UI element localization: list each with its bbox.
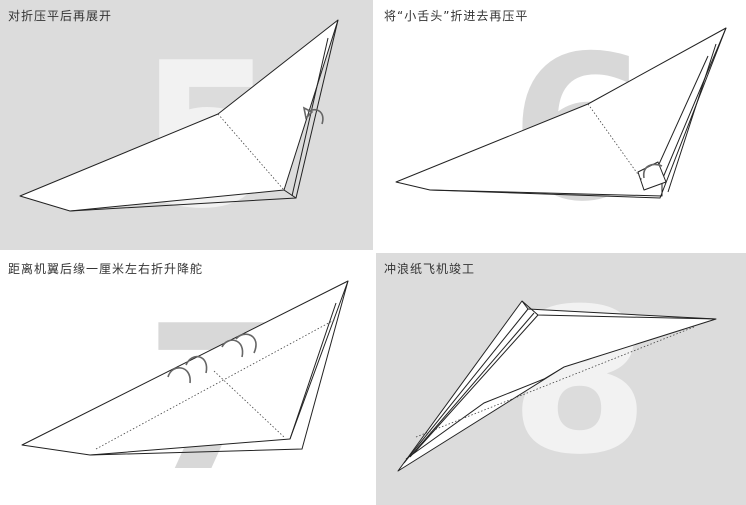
dotted-fold-line <box>587 103 643 181</box>
step-6-illustration: 6 <box>395 13 727 246</box>
step-6-panel: 6 将“小舌头”折进去再压平 <box>376 0 746 250</box>
crease-line <box>291 37 329 197</box>
fold-arrow-icon <box>235 333 257 354</box>
step-7-panel: 7 距离机翼后缘一厘米左右折升降舵 <box>0 253 373 505</box>
fold-arrow-icon <box>642 163 663 179</box>
arrowhead-icon <box>302 106 314 120</box>
step-8-illustration: 8 <box>397 266 717 499</box>
dotted-fold-line <box>415 326 695 438</box>
fold-arrow-icon <box>167 367 191 384</box>
step-caption: 将“小舌头”折进去再压平 <box>384 9 529 23</box>
step-7-illustration: 7 <box>21 280 349 505</box>
completed-plane <box>397 300 717 472</box>
step-caption: 距离机翼后缘一厘米左右折升降舵 <box>8 262 204 276</box>
folded-plane <box>19 19 339 212</box>
wing-fold-edge <box>429 27 727 199</box>
dotted-fold-line <box>217 113 285 191</box>
fold-arrow-icon <box>185 355 208 374</box>
step-caption: 冲浪纸飞机竣工 <box>384 262 476 276</box>
step-5-illustration: 5 <box>19 19 339 250</box>
wing-fold-edge <box>89 280 349 456</box>
step-5-panel: 5 对折压平后再展开 <box>0 0 373 250</box>
step-8-panel: 8 冲浪纸飞机竣工 <box>376 253 746 505</box>
fold-arrow-icon <box>221 339 244 358</box>
step-caption: 对折压平后再展开 <box>8 9 113 23</box>
